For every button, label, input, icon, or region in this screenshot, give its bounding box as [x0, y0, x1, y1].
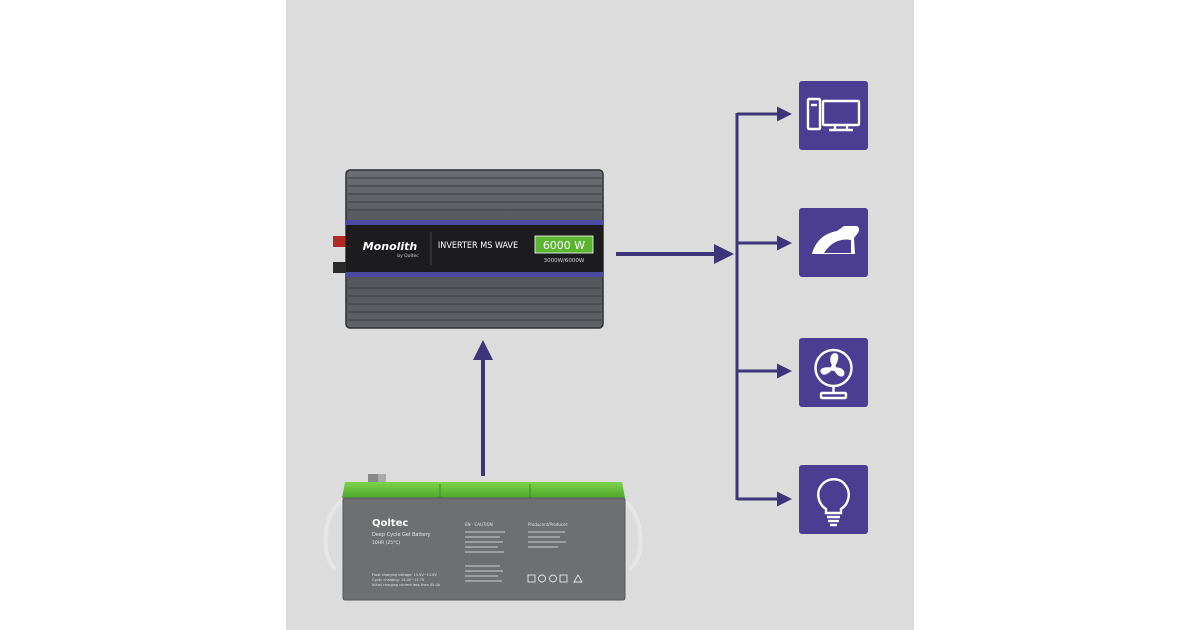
battery-producer-text	[528, 531, 566, 548]
inverter: Monolith by Qoltec INVERTER MS WAVE 6000…	[333, 169, 604, 329]
battery-product: Deep Cycle Gel Battery	[372, 532, 430, 538]
power-flow-arrows	[473, 106, 792, 507]
battery-caution-text	[465, 531, 505, 582]
battery-rating: 10HR (25°C)	[372, 540, 401, 546]
heat-sink-fins	[348, 177, 601, 321]
device-tile-fan	[799, 338, 868, 407]
battery-handle-right	[620, 498, 643, 570]
battery-producer-title: Producent/Producer:	[528, 522, 569, 527]
computer-icon	[806, 97, 861, 132]
battery-charge-line-1: Float charging voltage: 13.5V~13.8V	[372, 573, 437, 577]
device-tile-computer	[799, 81, 868, 150]
inverter-model: INVERTER MS WAVE	[438, 241, 518, 251]
iron-icon	[812, 226, 860, 254]
fan-icon	[814, 348, 853, 400]
inverter-brand: Monolith	[363, 240, 418, 253]
negative-terminal	[333, 262, 347, 273]
battery-brand: Qoltec	[372, 518, 408, 529]
inverter-stripe-bottom	[346, 272, 603, 277]
inverter-sub-brand: by Qoltec	[397, 253, 419, 259]
battery-lid	[342, 482, 625, 498]
device-tile-light-bulb	[799, 465, 868, 534]
inverter-stripe-top	[346, 220, 603, 225]
battery-body	[342, 497, 626, 601]
power-badge-text: 6000 W	[543, 239, 585, 252]
power-badge	[534, 235, 594, 254]
device-tile-iron	[799, 208, 868, 277]
battery-certification-marks	[527, 574, 583, 583]
light-bulb-icon	[817, 478, 850, 527]
battery-charge-line-3: Initial charging current less than 45.0A	[372, 583, 441, 587]
power-detail: 3000W/6000W	[544, 258, 585, 264]
battery: Qoltec Deep Cycle Gel Battery 10HR (25°C…	[323, 474, 643, 601]
battery-charge-line-2: Cyclic charging: 14.4V~14.7V	[372, 578, 425, 582]
positive-terminal	[333, 236, 347, 247]
battery-caution-title: EN - CAUTION	[465, 522, 493, 527]
battery-handle-left	[323, 498, 346, 570]
battery-terminal-left	[368, 474, 378, 482]
